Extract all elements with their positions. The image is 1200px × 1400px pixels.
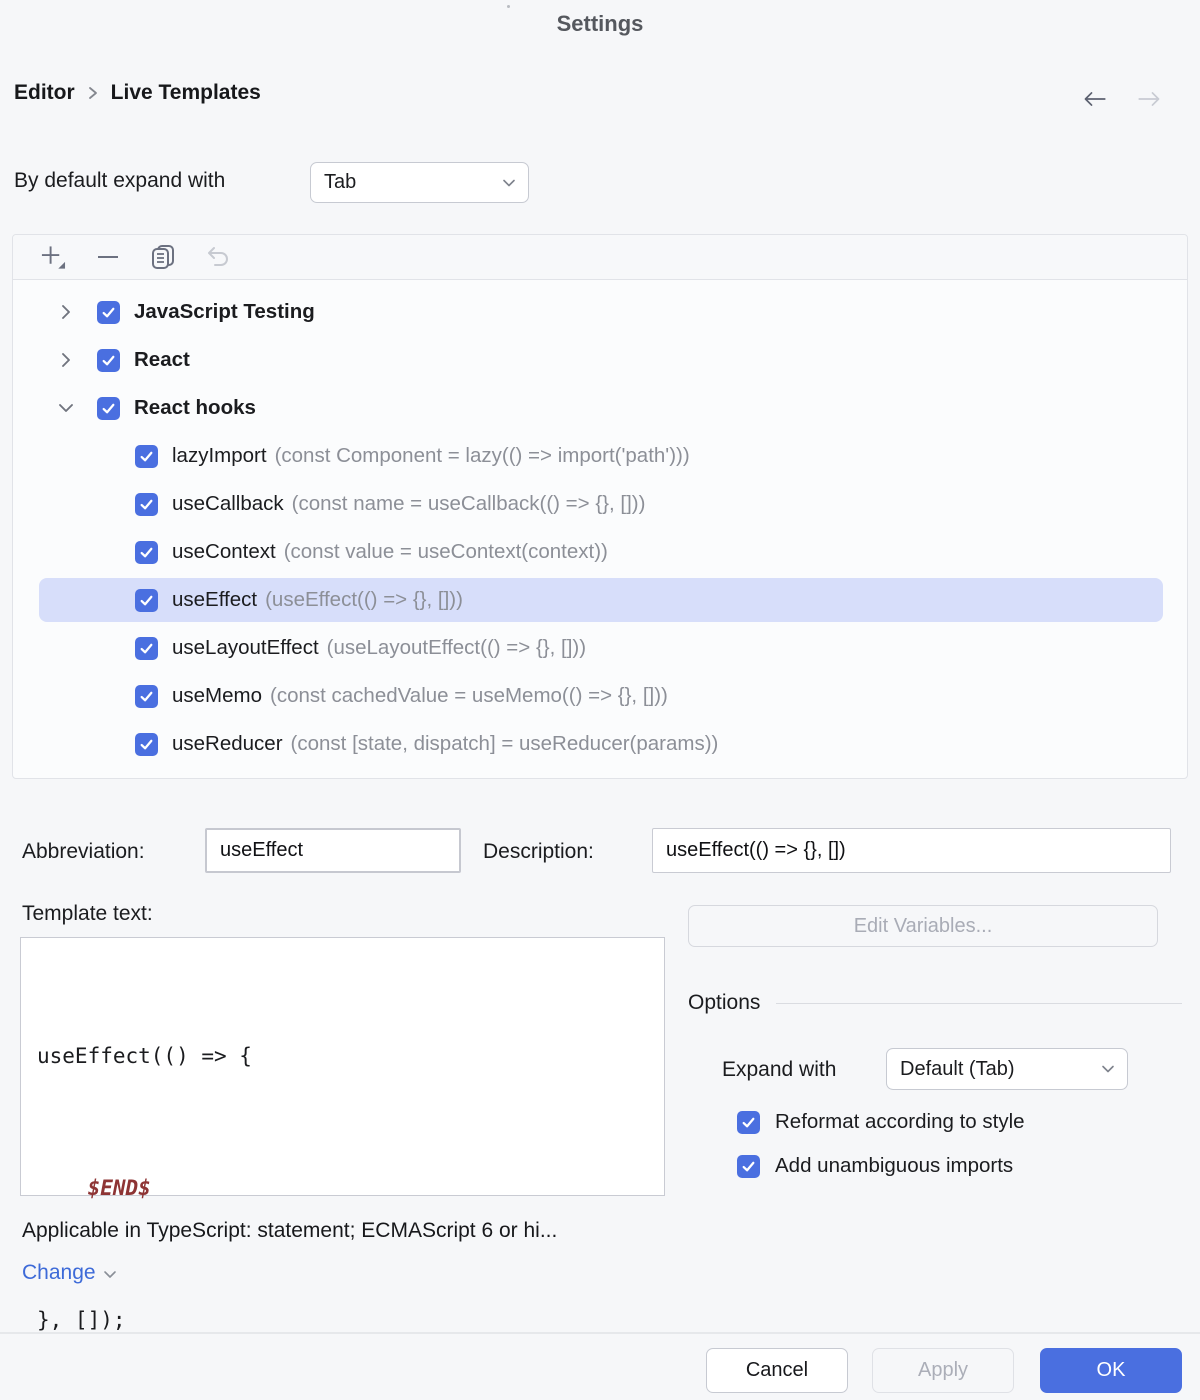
template-name: useLayoutEffect [172, 636, 319, 659]
dialog-title: Settings [556, 11, 644, 36]
tree-item-lazyimport[interactable]: lazyImport (const Component = lazy(() =>… [13, 432, 1187, 480]
edit-variables-button[interactable]: Edit Variables... [688, 905, 1158, 947]
checkbox-checked[interactable] [97, 300, 120, 324]
group-label: React hooks [134, 396, 256, 419]
templates-tree: JavaScript Testing React React hooks [13, 280, 1187, 768]
expand-with-select[interactable]: Default (Tab) [886, 1048, 1128, 1090]
template-name: useContext [172, 540, 276, 563]
tree-toolbar [13, 235, 1187, 280]
abbreviation-label: Abbreviation: [22, 840, 145, 863]
chevron-down-icon [103, 1270, 117, 1280]
abbreviation-input[interactable]: useEffect [205, 828, 461, 873]
tree-group-react-hooks[interactable]: React hooks [13, 384, 1187, 432]
default-expand-value: Tab [324, 171, 357, 193]
options-divider [776, 1002, 1182, 1004]
checkbox-checked[interactable] [135, 636, 158, 660]
tree-item-uselayouteffect[interactable]: useLayoutEffect (useLayoutEffect(() => {… [13, 624, 1187, 672]
remove-icon[interactable] [95, 244, 121, 270]
option-label: Add unambiguous imports [775, 1154, 1014, 1177]
breadcrumb: Editor Live Templates [14, 81, 261, 105]
back-arrow-icon[interactable] [1082, 86, 1108, 112]
template-desc: (const value = useContext(context)) [283, 540, 608, 563]
default-expand-select[interactable]: Tab [310, 162, 529, 203]
checkbox-checked[interactable] [135, 684, 158, 708]
checkbox-checked[interactable] [97, 396, 120, 420]
add-icon[interactable] [40, 244, 66, 270]
tree-item-usereducer[interactable]: useReducer (const [state, dispatch] = us… [13, 720, 1187, 768]
undo-icon[interactable] [205, 244, 231, 270]
apply-button[interactable]: Apply [872, 1348, 1014, 1393]
change-context-link[interactable]: Change [22, 1261, 117, 1285]
cancel-button[interactable]: Cancel [706, 1348, 848, 1393]
template-name: useMemo [172, 684, 263, 707]
template-end-variable: $END$ [37, 1176, 151, 1200]
live-templates-panel: JavaScript Testing React React hooks [12, 234, 1188, 779]
checkbox-checked[interactable] [135, 492, 158, 516]
description-label: Description: [483, 840, 594, 863]
ok-button[interactable]: OK [1040, 1348, 1182, 1393]
applicable-context-text: Applicable in TypeScript: statement; ECM… [22, 1219, 558, 1242]
template-text-label: Template text: [22, 902, 153, 925]
template-desc: (useLayoutEffect(() => {}, [])) [326, 636, 587, 659]
checkbox-checked[interactable] [135, 540, 158, 564]
template-code-line: }, []); [37, 1308, 126, 1332]
forward-arrow-icon[interactable] [1136, 86, 1162, 112]
template-text-editor[interactable]: useEffect(() => { $END$ }, []); [20, 937, 665, 1332]
checkbox-checked[interactable] [135, 588, 158, 612]
template-desc: (useEffect(() => {}, [])) [265, 588, 463, 611]
duplicate-icon[interactable] [150, 244, 176, 270]
history-nav [1082, 86, 1162, 112]
template-name: useCallback [172, 492, 284, 515]
tree-group-javascript-testing[interactable]: JavaScript Testing [13, 288, 1187, 336]
group-label: React [134, 348, 190, 371]
checkbox-checked[interactable] [97, 348, 120, 372]
change-link-label: Change [22, 1261, 96, 1284]
template-desc: (const cachedValue = useMemo(() => {}, [… [270, 684, 668, 707]
template-name: lazyImport [172, 444, 267, 467]
checkbox-checked[interactable] [135, 444, 158, 468]
chevron-down-icon[interactable] [56, 398, 76, 418]
option-reformat[interactable]: Reformat according to style [737, 1110, 1025, 1134]
template-desc: (const Component = lazy(() => import('pa… [274, 444, 690, 467]
template-name: useReducer [172, 732, 283, 755]
expand-with-label: Expand with [722, 1058, 837, 1081]
chevron-right-icon[interactable] [56, 302, 76, 322]
breadcrumb-separator-icon [86, 85, 100, 101]
template-code-line: useEffect(() => { [37, 1044, 252, 1068]
expand-with-value: Default (Tab) [900, 1057, 1015, 1080]
tree-item-usecontext[interactable]: useContext (const value = useContext(con… [13, 528, 1187, 576]
footer-divider [0, 1332, 1200, 1334]
tree-item-useeffect-selected[interactable]: useEffect (useEffect(() => {}, [])) [13, 576, 1187, 624]
chevron-down-icon [1101, 1064, 1115, 1074]
tree-item-usecallback[interactable]: useCallback (const name = useCallback(()… [13, 480, 1187, 528]
tree-group-react[interactable]: React [13, 336, 1187, 384]
group-label: JavaScript Testing [134, 300, 315, 323]
options-section-header: Options [688, 991, 1182, 1015]
template-name: useEffect [172, 588, 258, 611]
breadcrumb-item-editor[interactable]: Editor [14, 81, 75, 104]
checkbox-checked[interactable] [737, 1154, 760, 1178]
checkbox-checked[interactable] [737, 1110, 760, 1134]
default-expand-label: By default expand with [14, 169, 226, 192]
template-desc: (const name = useCallback(() => {}, [])) [291, 492, 646, 515]
chevron-right-icon[interactable] [56, 350, 76, 370]
breadcrumb-item-live-templates: Live Templates [110, 81, 261, 104]
template-desc: (const [state, dispatch] = useReducer(pa… [290, 732, 719, 755]
options-title: Options [688, 991, 761, 1014]
option-add-imports[interactable]: Add unambiguous imports [737, 1154, 1013, 1178]
description-input[interactable]: useEffect(() => {}, []) [652, 828, 1171, 873]
chevron-down-icon [502, 178, 516, 188]
option-label: Reformat according to style [775, 1110, 1025, 1133]
checkbox-checked[interactable] [135, 732, 158, 756]
tree-item-usememo[interactable]: useMemo (const cachedValue = useMemo(() … [13, 672, 1187, 720]
window-drag-dot [507, 5, 510, 8]
